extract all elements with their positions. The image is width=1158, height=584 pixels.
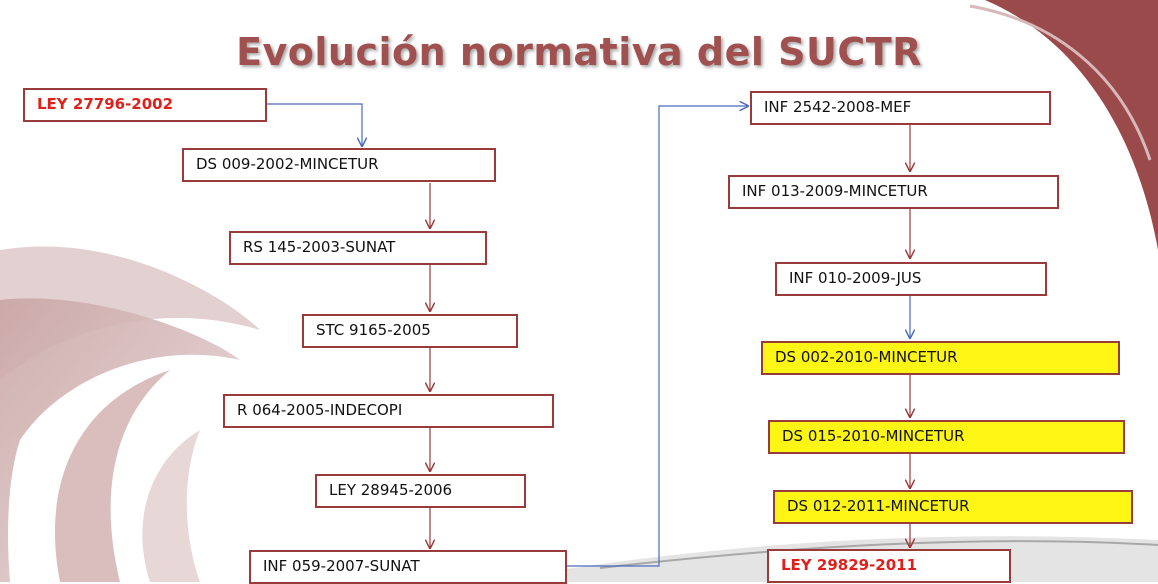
connector-arrow [567,106,748,567]
node-ds-012-2011-mincetur: DS 012-2011-MINCETUR [773,490,1133,524]
page-title: Evolución normativa del SUCTR [236,30,922,74]
corner-decoration [985,0,1158,250]
node-ley-28945-2006: LEY 28945-2006 [315,474,526,508]
node-ds-015-2010-mincetur: DS 015-2010-MINCETUR [768,420,1125,454]
node-inf-010-2009-jus: INF 010-2009-JUS [775,262,1047,296]
node-rs-145-2003-sunat: RS 145-2003-SUNAT [229,231,487,265]
node-r-064-2005-indecopi: R 064-2005-INDECOPI [223,394,554,428]
node-inf-2542-2008-mef: INF 2542-2008-MEF [750,91,1051,125]
node-ds-002-2010-mincetur: DS 002-2010-MINCETUR [761,341,1120,375]
node-ley-27796-2002: LEY 27796-2002 [23,88,267,122]
node-stc-9165-2005: STC 9165-2005 [302,314,518,348]
node-inf-059-2007-sunat: INF 059-2007-SUNAT [249,550,567,584]
node-ds-009-2002-mincetur: DS 009-2002-MINCETUR [182,148,496,182]
node-ley-29829-2011: LEY 29829-2011 [767,549,1011,583]
connector-arrow [266,103,362,146]
node-inf-013-2009-mincetur: INF 013-2009-MINCETUR [728,175,1059,209]
